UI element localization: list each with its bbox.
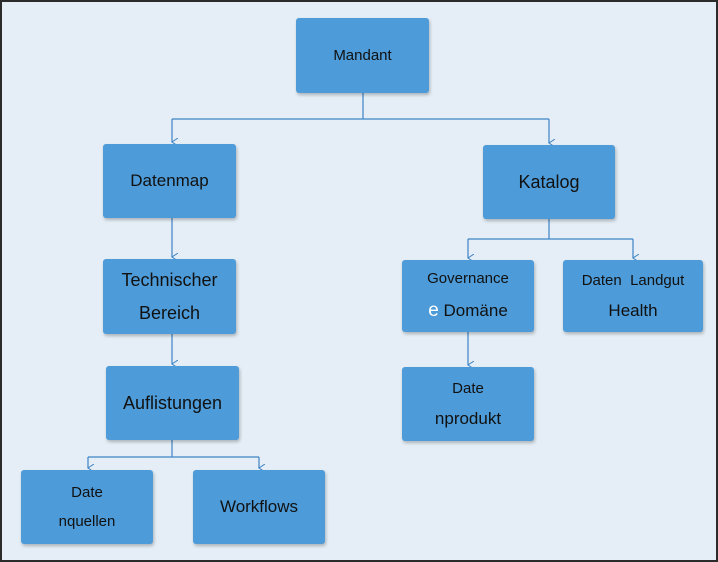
node-datenprodukt-label-line2: nprodukt — [434, 408, 502, 428]
node-datenquellen-label-line2: nquellen — [58, 513, 116, 530]
node-datenprodukt: Date nprodukt — [402, 367, 534, 441]
node-mandant-label: Mandant — [333, 46, 392, 64]
node-mandant: Mandant — [296, 18, 429, 93]
node-daten-landgut-label-line1: Daten Landgut — [581, 271, 685, 289]
node-datenquellen-label-line1: Date — [71, 483, 103, 501]
node-datenmap: Datenmap — [103, 144, 236, 218]
node-technischer-bereich: Technischer Bereich — [103, 259, 236, 334]
node-governance-label-suffix: Domäne — [438, 300, 508, 320]
node-katalog-label: Katalog — [518, 171, 580, 192]
node-daten-landgut-label-line2: Health — [608, 300, 658, 320]
node-workflows: Workflows — [193, 470, 325, 544]
node-auflistungen: Auflistungen — [106, 366, 239, 440]
node-governance-domaene: Governance e Domäne — [402, 260, 534, 332]
node-daten-landgut-health: Daten Landgut Health — [563, 260, 703, 332]
node-technischer-label-line2: Bereich — [138, 302, 201, 323]
node-governance-label-line2: e Domäne — [428, 300, 508, 322]
node-governance-label-line1: Governance — [427, 270, 509, 288]
node-auflistungen-label: Auflistungen — [122, 392, 223, 413]
node-technischer-label-line1: Technischer — [121, 269, 218, 290]
node-datenquellen: Date nquellen — [21, 470, 153, 544]
node-datenprodukt-label-line1: Date — [452, 379, 484, 397]
node-workflows-label: Workflows — [219, 497, 299, 517]
node-governance-label-prefix: e — [428, 299, 439, 321]
node-datenmap-label: Datenmap — [130, 171, 209, 191]
node-katalog: Katalog — [483, 145, 615, 219]
